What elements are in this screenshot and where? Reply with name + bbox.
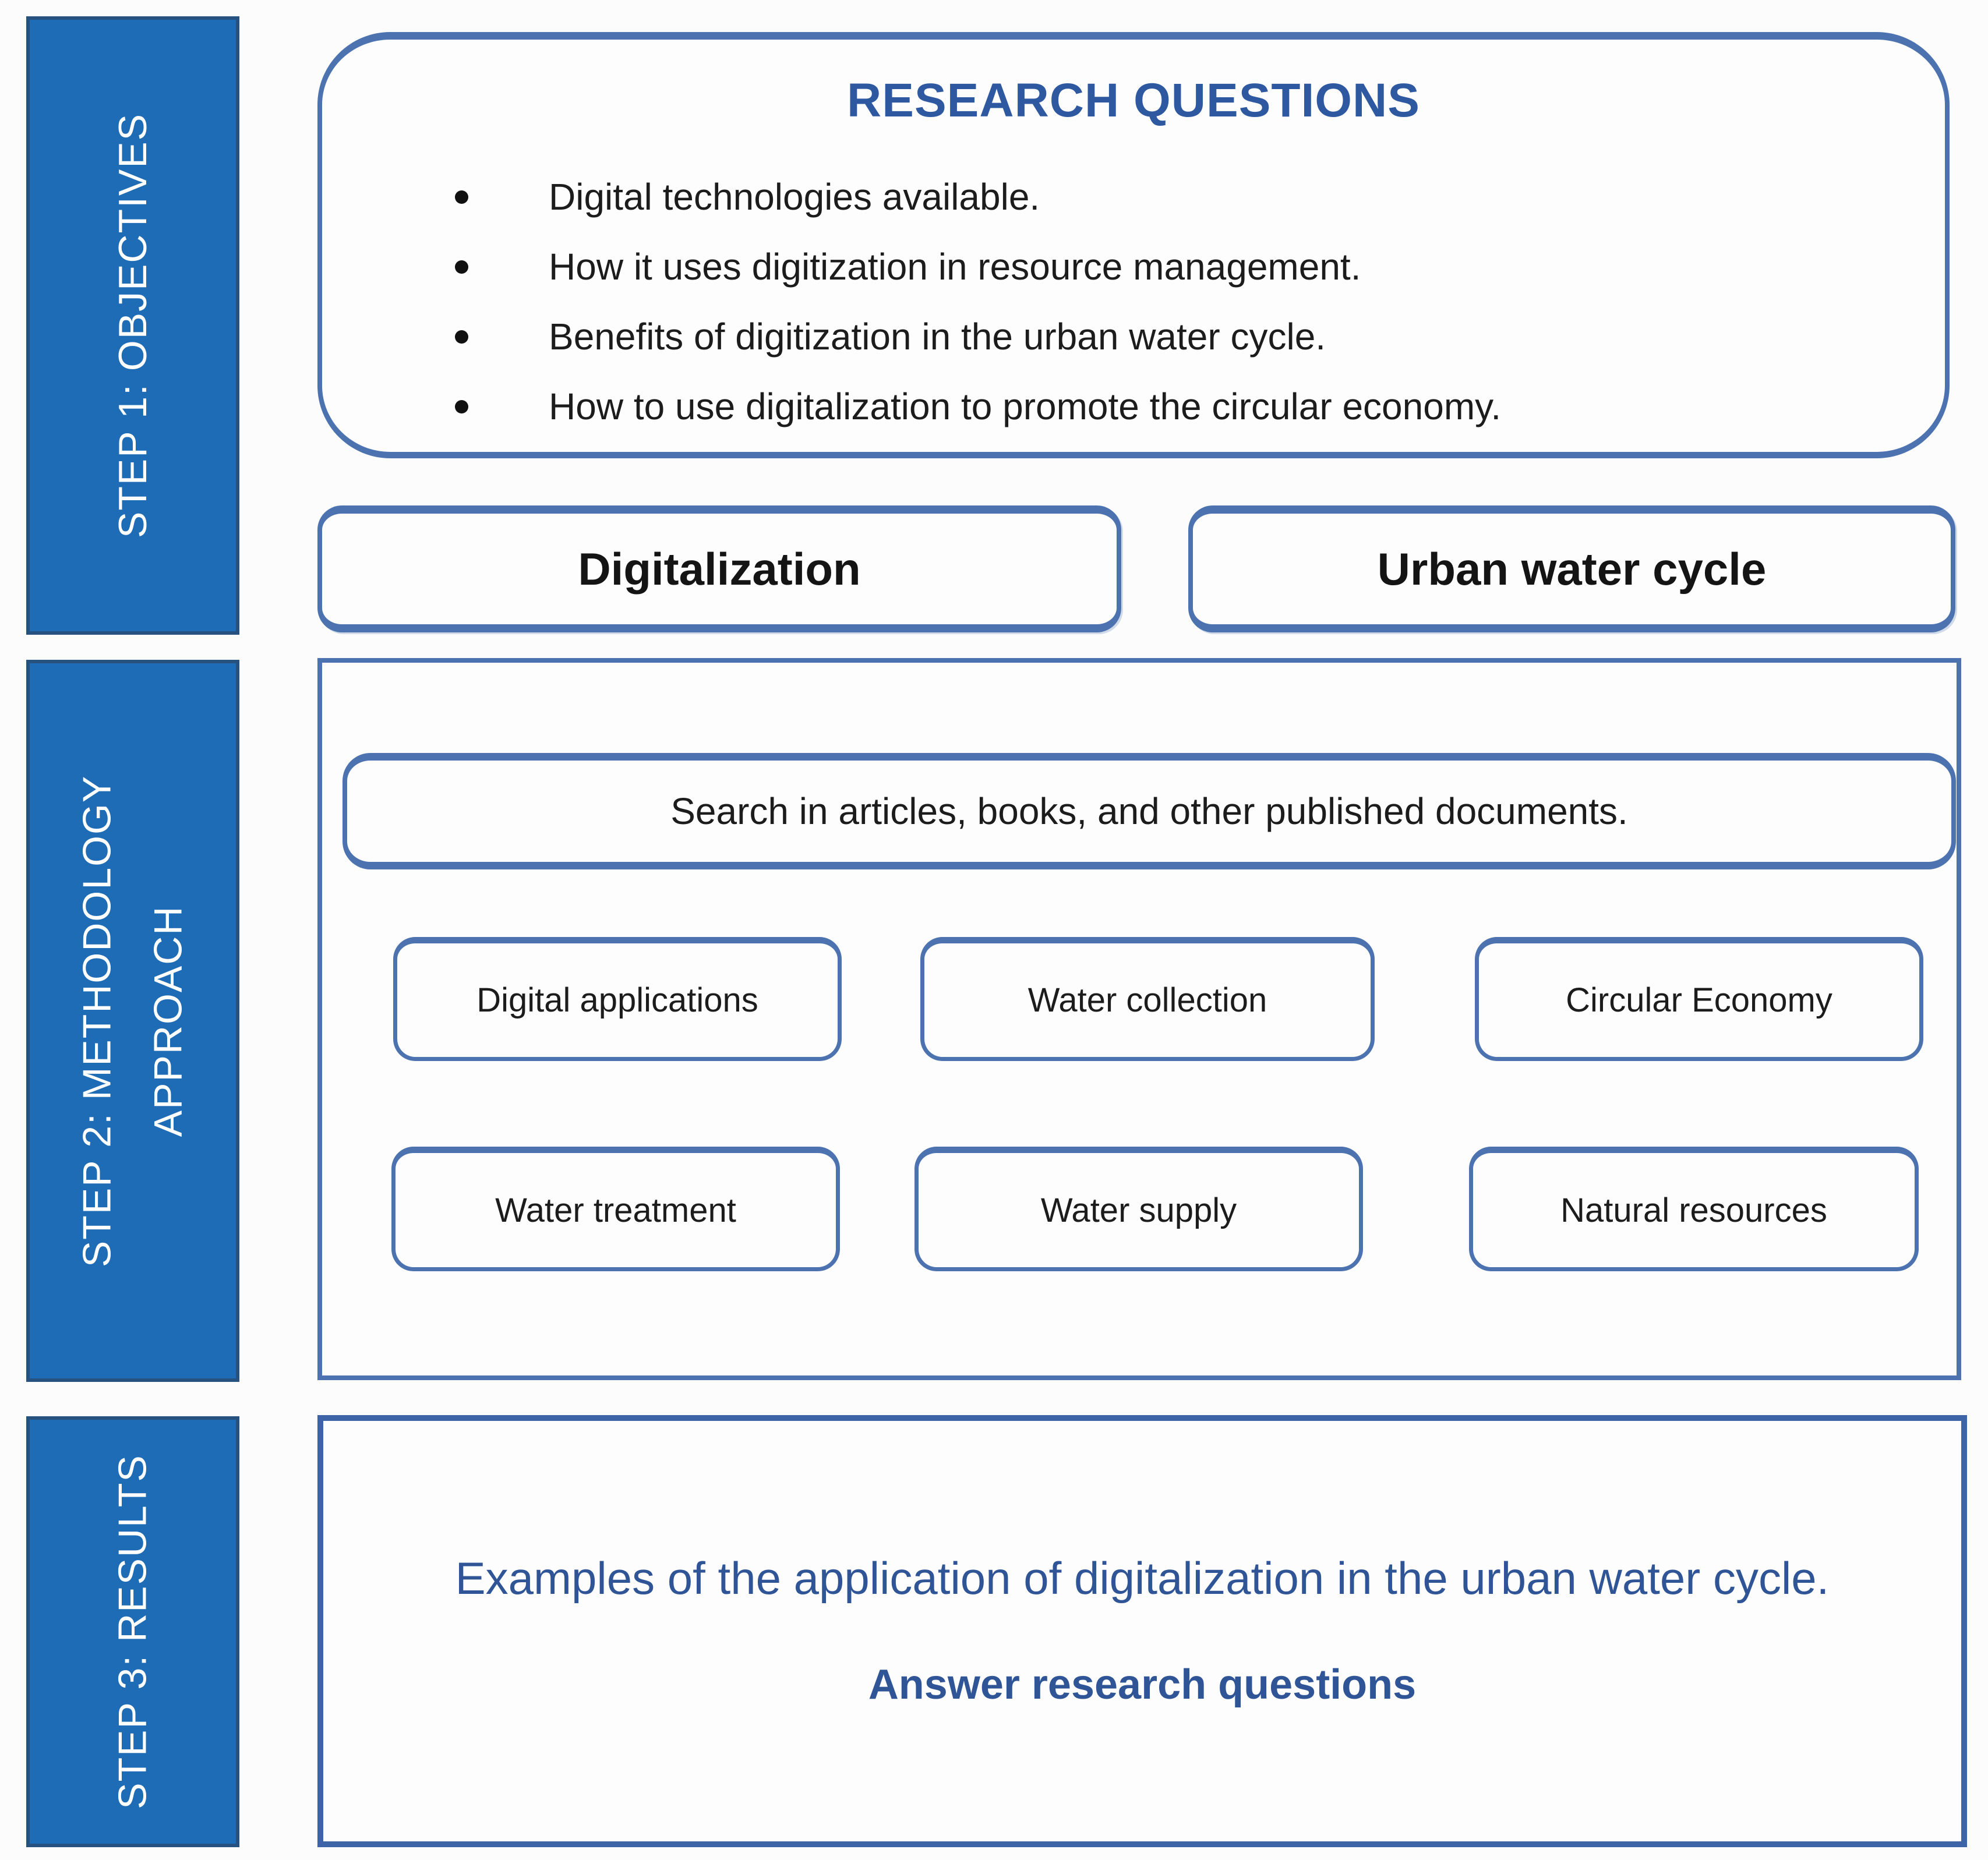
step2-sidebar: STEP 2: METHODOLOGY APPROACH <box>26 660 239 1382</box>
bullet-text: Digital technologies available. <box>549 176 1040 218</box>
bullet-text: Benefits of digitization in the urban wa… <box>549 316 1326 358</box>
research-questions-list: Digital technologies available. How it u… <box>322 162 1945 441</box>
bullet-icon <box>455 399 468 413</box>
list-item: How it uses digitization in resource man… <box>455 232 1945 302</box>
step3-sidebar: STEP 3: RESULTS <box>26 1416 239 1847</box>
topic-box-water-treatment: Water treatment <box>391 1147 840 1271</box>
bullet-icon <box>455 260 468 274</box>
results-box: Examples of the application of digitaliz… <box>317 1415 1967 1847</box>
bullet-text: How to use digitalization to promote the… <box>549 386 1502 427</box>
topic-box-circular-economy: Circular Economy <box>1475 937 1923 1061</box>
keyword-box-urban-water-cycle: Urban water cycle <box>1188 505 1955 632</box>
bullet-text: How it uses digitization in resource man… <box>549 246 1361 288</box>
step3-sidebar-label: STEP 3: RESULTS <box>111 1454 155 1809</box>
bullet-icon <box>455 190 468 204</box>
topic-box-water-supply: Water supply <box>914 1147 1363 1271</box>
topic-box-digital-applications: Digital applications <box>393 937 842 1061</box>
list-item: Benefits of digitization in the urban wa… <box>455 302 1945 372</box>
research-questions-title: RESEARCH QUESTIONS <box>847 74 1420 127</box>
list-item: How to use digitalization to promote the… <box>455 372 1945 441</box>
topic-box-water-collection: Water collection <box>920 937 1375 1061</box>
step2-sidebar-label: STEP 2: METHODOLOGY APPROACH <box>75 775 190 1267</box>
results-examples-text: Examples of the application of digitaliz… <box>455 1553 1830 1604</box>
results-answer-text: Answer research questions <box>868 1661 1417 1708</box>
list-item: Digital technologies available. <box>455 162 1945 232</box>
research-questions-box: RESEARCH QUESTIONS Digital technologies … <box>317 32 1950 458</box>
bullet-icon <box>455 330 468 344</box>
topic-box-natural-resources: Natural resources <box>1469 1147 1919 1271</box>
step1-sidebar: STEP 1: OBJECTIVES <box>26 16 239 635</box>
search-sources-box: Search in articles, books, and other pub… <box>342 753 1956 869</box>
step1-sidebar-label: STEP 1: OBJECTIVES <box>111 112 156 539</box>
keyword-box-digitalization: Digitalization <box>317 505 1121 632</box>
